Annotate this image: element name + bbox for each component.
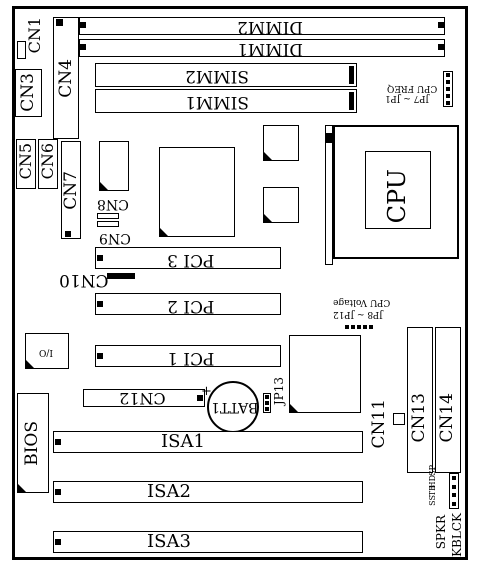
pci3-label: PCI 3 bbox=[167, 250, 215, 270]
cn4-connector bbox=[53, 17, 79, 139]
cn1-label: CN1 bbox=[25, 17, 44, 54]
dimm1-label: DIMM1 bbox=[237, 39, 303, 59]
battery-label: BATT1 bbox=[211, 399, 259, 415]
isa1-label: ISA1 bbox=[161, 431, 205, 452]
cn3-connector bbox=[15, 69, 42, 117]
chipset-large bbox=[159, 147, 235, 237]
isa3-slot bbox=[53, 531, 363, 553]
cn11-connector bbox=[393, 413, 405, 425]
bios-chip bbox=[17, 393, 49, 493]
pci1-slot bbox=[95, 345, 281, 367]
io-chip bbox=[25, 333, 69, 369]
pci2-label: PCI 2 bbox=[167, 296, 215, 316]
hd-label: HD bbox=[428, 475, 437, 489]
cpu-label: CPU bbox=[383, 169, 411, 224]
simm1-slot bbox=[95, 89, 357, 113]
cn5-label: CN5 bbox=[16, 143, 35, 180]
dimm2-slot bbox=[79, 17, 445, 35]
isa2-slot bbox=[53, 481, 363, 503]
cn13-label: CN13 bbox=[409, 393, 429, 443]
cn6-connector bbox=[38, 139, 58, 189]
jp13-jumper bbox=[263, 393, 271, 413]
cn3-label: CN3 bbox=[18, 73, 38, 112]
jp7-jp1-label: JP7 ~ JP1 bbox=[385, 93, 430, 103]
cn14-connector bbox=[435, 327, 461, 473]
cn4-notch bbox=[56, 19, 63, 26]
cpu-socket-lever bbox=[325, 125, 333, 265]
cn12-label: CN12 bbox=[119, 389, 166, 408]
cn4-label: CN4 bbox=[56, 59, 76, 98]
sp-label: SP bbox=[428, 465, 437, 476]
cn5-connector bbox=[16, 139, 36, 189]
cn8-label: CN8 bbox=[97, 196, 129, 212]
cn7-connector bbox=[61, 141, 81, 239]
chip-upper-right bbox=[263, 125, 299, 161]
cn10-label: CN10 bbox=[59, 270, 109, 290]
cn12-connector bbox=[83, 389, 205, 407]
dimm2-label: DIMM2 bbox=[237, 17, 303, 37]
cn8-jumper bbox=[97, 213, 119, 219]
dimm1-slot bbox=[79, 39, 445, 57]
io-label: I/O bbox=[39, 347, 53, 357]
cn1-connector bbox=[17, 41, 26, 59]
simm1-label: SIMM1 bbox=[185, 92, 249, 112]
pci2-slot bbox=[95, 293, 281, 315]
isa2-label: ISA2 bbox=[147, 481, 191, 502]
battery bbox=[207, 381, 259, 433]
jp1-jp7-jumper-block bbox=[443, 71, 453, 107]
simm2-label: SIMM2 bbox=[185, 66, 249, 86]
cn9-jumper bbox=[97, 221, 119, 227]
battery-plus-label: + bbox=[201, 384, 212, 399]
chip-near-cn11 bbox=[289, 335, 361, 413]
small-chip-upper-left bbox=[99, 141, 129, 191]
jp8-jp12-label: JP8 ~ JP12 bbox=[333, 309, 383, 319]
kblck-label: KBLCK bbox=[450, 513, 464, 557]
cn10-connector bbox=[107, 273, 135, 279]
chip-lower-right bbox=[263, 187, 299, 223]
cpu-chip bbox=[365, 151, 431, 229]
cn11-label: CN11 bbox=[369, 399, 389, 449]
cn9-label: CN9 bbox=[99, 230, 131, 246]
ss-label: SS bbox=[428, 495, 437, 506]
cn13-connector bbox=[407, 327, 433, 473]
cpu-freq-label: CPU FREQ bbox=[387, 83, 438, 93]
cn14-label: CN14 bbox=[437, 393, 457, 443]
front-panel-header bbox=[449, 473, 459, 509]
cpu-voltage-label: CPU Voltage bbox=[333, 297, 391, 307]
simm2-slot bbox=[95, 63, 357, 87]
spkr-label: SPKR bbox=[434, 515, 448, 550]
isa3-label: ISA3 bbox=[147, 531, 191, 552]
jp13-label: JP13 bbox=[272, 377, 286, 406]
bios-label: BIOS bbox=[22, 421, 42, 466]
jp8-jp12-jumper-row bbox=[345, 325, 373, 329]
cn7-label: CN7 bbox=[61, 171, 81, 210]
cn6-label: CN6 bbox=[38, 143, 57, 180]
isa1-slot bbox=[53, 431, 363, 453]
pci1-label: PCI 1 bbox=[167, 348, 215, 368]
motherboard-outline: CN1 CN3 CN4 DIMM2 DIMM1 SIMM2 SIMM1 JP7 … bbox=[12, 6, 468, 560]
pci3-slot bbox=[95, 247, 281, 269]
